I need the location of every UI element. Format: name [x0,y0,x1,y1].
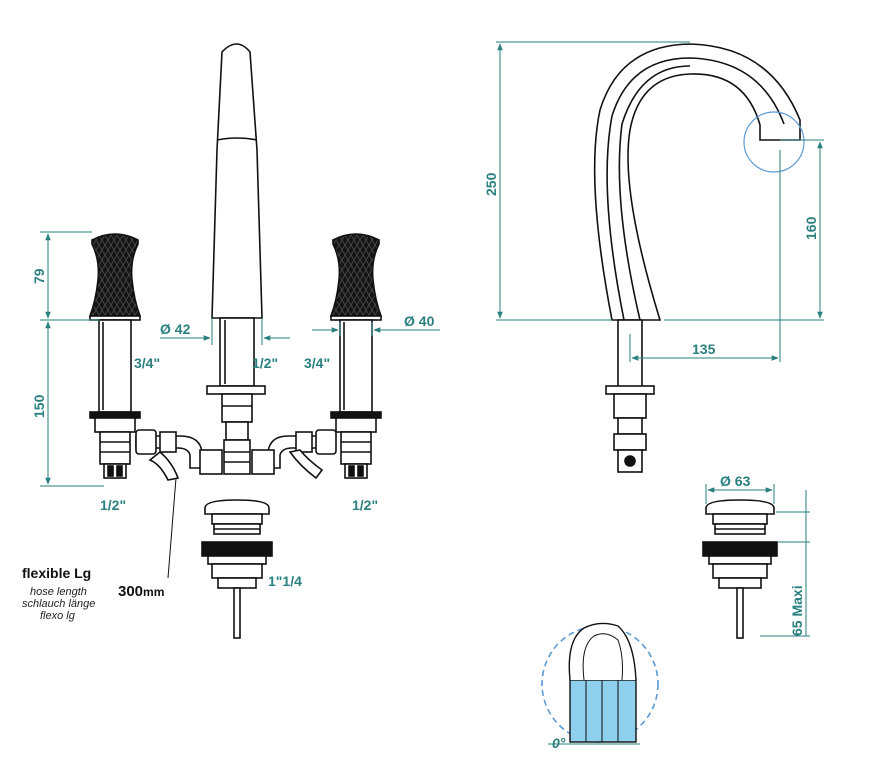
flexo-length-label: flexo lg [40,610,75,622]
connection-pipes [135,429,337,579]
dim-handle-diameter: Ø 40 [404,313,435,329]
spout-body [211,43,263,319]
flexible-hose-title: flexible Lg [22,565,92,581]
dim-thread-center: 1/2" [252,355,278,371]
left-handle-valve [88,233,142,479]
side-spout [593,43,801,473]
dim-thread-right: 3/4" [304,355,330,371]
dim-spout-reach: 135 [692,341,716,357]
dim-angle: 0° [552,735,566,751]
hose-length-label: hose length [30,586,87,598]
dim-thread-left: 3/4" [134,355,160,371]
dimension-lines [40,41,824,637]
dim-spout-height: 250 [483,172,499,196]
dim-body-height: 150 [31,394,47,418]
right-handle-knob [329,233,383,317]
dim-drain-height: 65 Maxi [789,585,805,636]
dim-handle-height: 79 [31,268,47,284]
dim-inlet-left: 1/2" [100,497,126,513]
right-handle-valve [329,233,383,479]
schlauch-length-label: schlauch länge [22,598,96,610]
hose-length-unit: mm [143,585,165,599]
outlet-detail-view [541,622,659,745]
dim-inlet-right: 1/2" [352,497,378,513]
dim-outlet-height: 160 [803,216,819,240]
hose-length-value: 300mm [118,583,164,600]
dim-spout-diameter: Ø 42 [160,321,191,337]
dim-drain-diameter: Ø 63 [720,473,751,489]
outlet-detail-marker [743,111,805,173]
hose-length-number: 300 [118,583,144,600]
dim-drain-thread: 1"1/4 [268,573,302,589]
drain-left [201,499,273,639]
center-spout-front [206,43,266,475]
left-handle-knob [88,233,142,317]
dimension-labels: 79 150 Ø 42 Ø 40 3/4" 1/2" 3/4" 1/2" 1/2… [31,172,819,751]
drain-right [702,499,778,639]
